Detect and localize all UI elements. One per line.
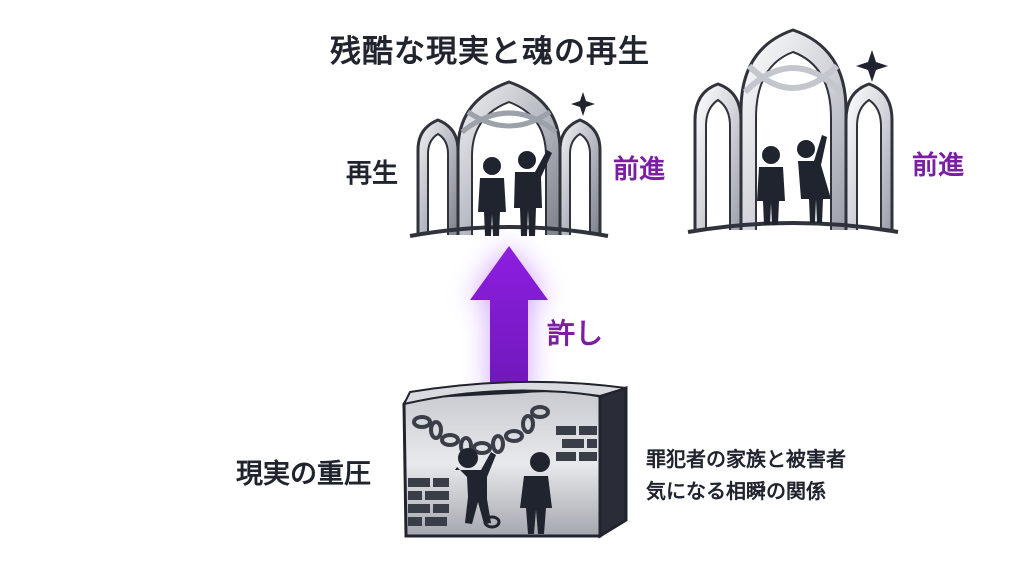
page-title: 残酷な現実と魂の再生 (330, 34, 650, 70)
label-rebirth: 再生 (346, 159, 399, 189)
label-families-line2: 気になる相瞬の関係 (646, 479, 826, 503)
person-icon (797, 135, 831, 223)
person-icon (757, 146, 785, 225)
label-forward-left: 前進 (613, 155, 666, 185)
label-forgiveness: 許し (547, 317, 604, 350)
person-icon (455, 448, 501, 529)
gothic-arch-right (687, 28, 899, 234)
sparkle-icon (571, 92, 595, 116)
up-arrow-icon (470, 246, 548, 398)
label-reality-pressure: 現実の重圧 (236, 459, 371, 490)
label-families-relationship: 罪犯者の家族と被害者 気になる相瞬の関係 (646, 443, 846, 507)
person-icon (520, 452, 552, 534)
person-icon (514, 150, 552, 236)
stone-block-icon (402, 380, 628, 539)
sparkle-icon (856, 50, 888, 82)
label-families-line1: 罪犯者の家族と被害者 (646, 447, 846, 471)
person-icon (478, 157, 506, 236)
brick-wall-icon (408, 426, 597, 526)
label-forward-right: 前進 (912, 151, 965, 181)
chain-icon (412, 405, 550, 456)
